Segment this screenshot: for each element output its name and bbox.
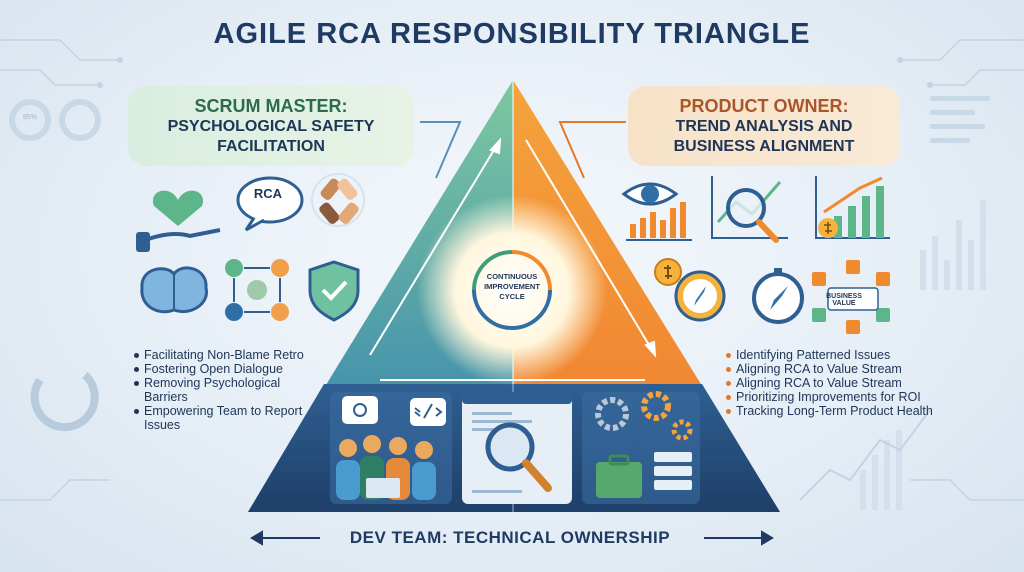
list-item: Aligning RCA to Value Stream (726, 376, 976, 390)
product-owner-heading: PRODUCT OWNER: (679, 96, 849, 116)
scrum-master-heading: SCRUM MASTER: (194, 96, 348, 116)
team-network-icon (225, 259, 289, 321)
scrum-master-box: SCRUM MASTER: PSYCHOLOGICAL SAFETY FACIL… (128, 86, 414, 166)
product-owner-bullets: Identifying Patterned Issues Aligning RC… (726, 348, 976, 418)
business-value-network-icon (812, 260, 890, 334)
eye-chart-icon (621, 182, 692, 241)
gauge-label: 85% (22, 114, 37, 121)
page-title: AGILE RCA RESPONSIBILITY TRIANGLE (213, 18, 811, 50)
brain-icon (140, 266, 208, 314)
list-item: Facilitating Non-Blame Retro (134, 348, 324, 362)
list-item: Aligning RCA to Value Stream (726, 362, 976, 376)
list-item: Tracking Long-Term Product Health (726, 404, 976, 418)
compass-icon (674, 270, 726, 322)
rca-icon-label: RCA (253, 186, 283, 201)
continuous-improvement-label: CONTINUOUS IMPROVEMENT CYCLE (484, 272, 540, 301)
teamwork-hands-icon (311, 173, 365, 227)
list-item: Prioritizing Improvements for ROI (726, 390, 976, 404)
product-owner-icons (621, 176, 890, 334)
scrum-master-subtitle-1: PSYCHOLOGICAL SAFETY (167, 118, 375, 135)
product-owner-subtitle-2: BUSINESS ALIGNMENT (673, 138, 855, 155)
stopwatch-compass-icon (752, 268, 804, 324)
list-item: Empowering Team to Report Issues (134, 404, 324, 432)
product-owner-subtitle-1: TREND ANALYSIS AND (675, 118, 853, 135)
heart-hand-icon (136, 190, 221, 252)
rca-speech-bubble-icon (236, 176, 304, 232)
list-item: Fostering Open Dialogue (134, 362, 324, 376)
shield-check-icon (308, 260, 360, 322)
list-item: Removing Psychological Barriers (134, 376, 324, 404)
dev-team-title: DEV TEAM: TECHNICAL OWNERSHIP (349, 528, 671, 547)
analysis-magnifier-icon (711, 176, 788, 243)
list-item: Identifying Patterned Issues (726, 348, 976, 362)
scrum-master-bullets: Facilitating Non-Blame Retro Fostering O… (134, 348, 324, 432)
scrum-master-subtitle-2: FACILITATION (217, 138, 325, 155)
center-glow (417, 195, 607, 385)
coin-icon (654, 258, 682, 286)
business-value-label: BUSINESS VALUE (826, 293, 862, 307)
product-owner-box: PRODUCT OWNER: TREND ANALYSIS AND BUSINE… (628, 86, 900, 166)
dollar-growth-chart-icon (815, 176, 890, 239)
scrum-master-icons (136, 173, 365, 322)
